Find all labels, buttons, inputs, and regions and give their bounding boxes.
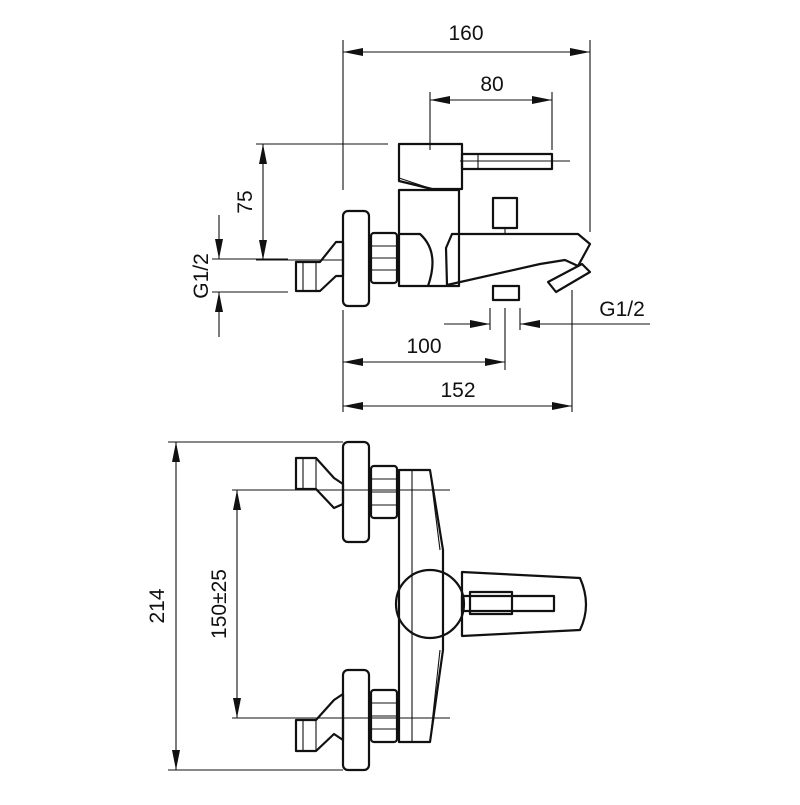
lower-wall-flange: [341, 668, 371, 772]
shower-connection: [491, 284, 521, 302]
arrowhead: [259, 144, 267, 164]
arrowhead: [172, 442, 180, 462]
mixer-body-plan: [397, 468, 445, 744]
arrowhead: [570, 48, 590, 56]
arrowhead: [172, 750, 180, 770]
arrowhead: [552, 402, 572, 410]
arrowhead: [233, 698, 241, 718]
inlet-connector: [294, 240, 345, 293]
dim-label-160: 160: [448, 22, 483, 45]
arrowhead: [259, 240, 267, 260]
arrowhead: [520, 320, 540, 328]
lever-base-plan: [468, 590, 514, 616]
arrowhead: [470, 320, 490, 328]
mixer-body-edge: [429, 469, 441, 551]
dim-label-g12-right: G1/2: [599, 298, 645, 321]
cartridge-cap: [397, 142, 464, 191]
arrowhead: [343, 48, 363, 56]
body-elbow: [399, 232, 434, 287]
arrowhead: [233, 490, 241, 510]
arrowhead: [485, 358, 505, 366]
arrowhead: [532, 96, 552, 104]
cartridge-cap-edge: [398, 177, 433, 190]
dim-label-g12-left: G1/2: [190, 253, 213, 299]
spout-outlet: [546, 262, 592, 294]
arrowhead: [215, 239, 223, 259]
dim-label-100: 100: [406, 335, 441, 358]
plan-view: 214 150±25: [146, 440, 588, 772]
diverter-knob: [491, 196, 519, 230]
dim-label-75: 75: [234, 190, 257, 213]
bath-spout: [444, 232, 592, 287]
dim-label-152: 152: [440, 379, 475, 402]
upper-wall-flange: [341, 440, 371, 544]
side-view: 160 80 75 G1/2 G1/2 100 152: [190, 22, 650, 412]
mixer-body-edge: [429, 649, 441, 743]
arrowhead: [430, 96, 450, 104]
dim-label-214: 214: [146, 588, 169, 623]
cartridge-round: [394, 568, 466, 640]
spout-plan: [460, 570, 588, 638]
arrowhead: [343, 358, 363, 366]
wall-flange: [341, 209, 371, 308]
dim-label-150: 150±25: [208, 569, 231, 639]
arrowhead: [215, 292, 223, 312]
dim-label-80: 80: [480, 73, 503, 96]
arrowhead: [343, 402, 363, 410]
lever-handle-plan: [460, 594, 556, 613]
